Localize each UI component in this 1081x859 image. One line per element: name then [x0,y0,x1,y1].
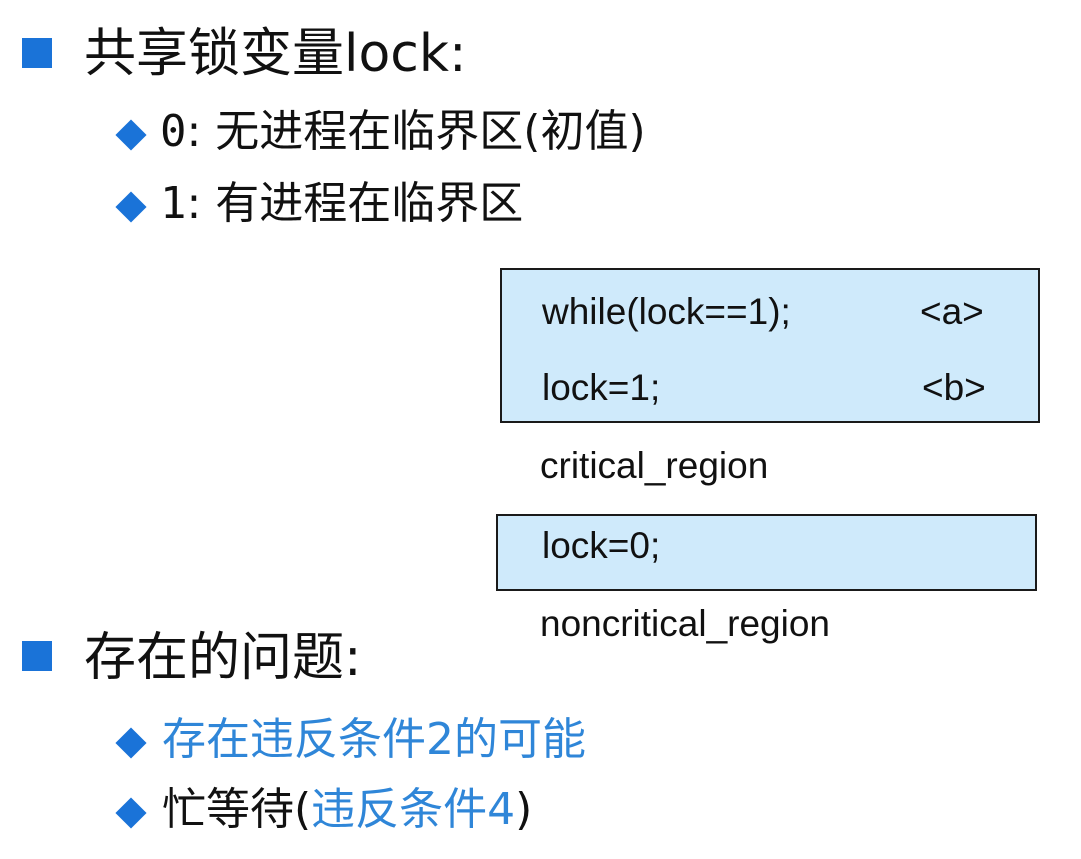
square-bullet-icon [22,38,52,68]
lock-state-item-1: 1: 有进程在临界区 [160,178,523,230]
problem-item-busy-waiting: 忙等待(违反条件4) [162,784,532,836]
diamond-bullet-icon [115,797,147,829]
lock-state-description: : 有进程在临界区 [186,178,524,229]
lock-state-item-0: 0: 无进程在临界区(初值) [160,106,646,158]
exit-code-box: lock=0; [496,514,1037,591]
problem-item-condition-2: 存在违反条件2的可能 [162,714,586,765]
code-line-noncritical-region: noncritical_region [540,603,831,644]
busy-waiting-label: 忙等待( [162,784,312,835]
condition-4-violation: 违反条件4 [311,784,516,835]
code-tag-b: <b> [922,367,986,408]
code-line-lock-reset: lock=0; [542,525,661,566]
code-line-lock-set: lock=1; [542,367,661,408]
code-line-critical-region: critical_region [540,445,769,486]
lock-state-value: 0 [160,106,187,157]
section-heading-problems: 存在的问题: [84,628,362,688]
lock-state-description: : 无进程在临界区(初值) [186,106,646,157]
section-heading-shared-lock: 共享锁变量lock: [84,24,467,84]
lock-state-value: 1 [160,178,187,229]
entry-code-box: while(lock==1); <a> lock=1; <b> [500,268,1040,423]
diamond-bullet-icon [115,727,147,759]
diamond-bullet-icon [115,191,147,223]
code-tag-a: <a> [920,291,984,332]
code-line-while: while(lock==1); [542,291,791,332]
diamond-bullet-icon [115,119,147,151]
square-bullet-icon [22,641,52,671]
closing-paren: ) [515,784,533,835]
